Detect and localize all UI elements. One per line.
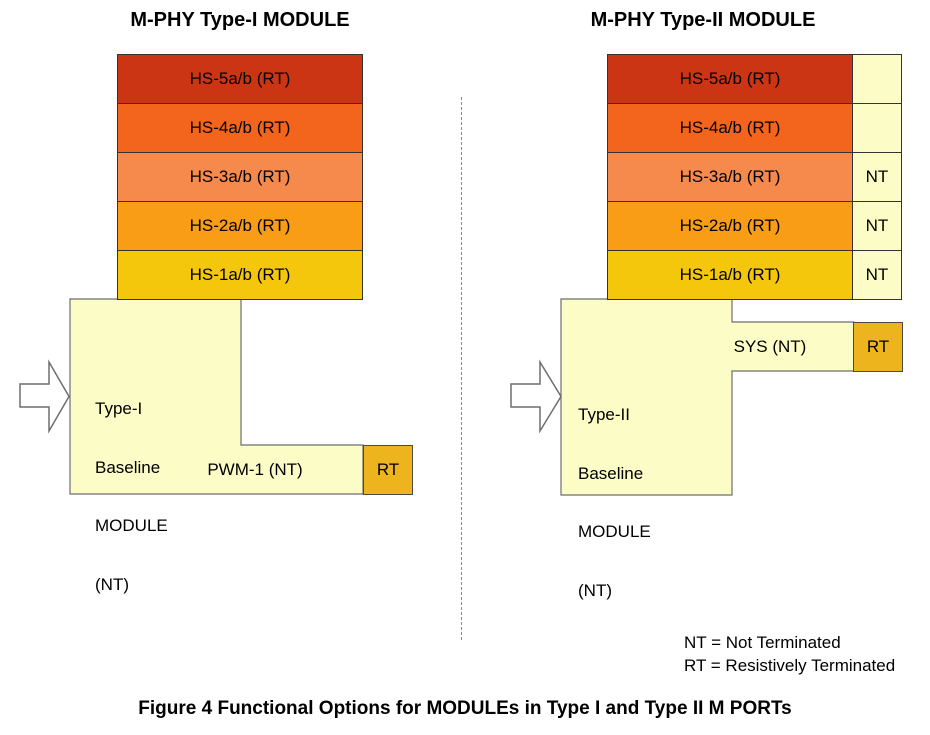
legend: NT = Not Terminated RT = Resistively Ter… [684, 631, 895, 677]
type2-hs-gear-stack: HS-5a/b (RT) HS-4a/b (RT) HS-3a/b (RT) H… [607, 54, 853, 300]
right-input-arrow-icon [510, 359, 562, 434]
hs1-bar: HS-1a/b (RT) [608, 251, 852, 299]
module-line: (NT) [578, 580, 612, 600]
hs3-bar: HS-3a/b (RT) [118, 153, 362, 202]
module-line: (NT) [95, 574, 129, 594]
legend-rt-entry: RT = Resistively Terminated [684, 656, 896, 675]
module-line: Baseline [578, 463, 644, 483]
sys-rt-termination-box: RT [853, 322, 903, 372]
module-line: MODULE [95, 516, 168, 535]
type2-baseline-module-label: Type-II Baseline MODULE (NT) [578, 366, 651, 639]
nt-cell-hs3: NT [853, 153, 901, 202]
center-divider-line [461, 97, 462, 640]
type1-hs-gear-stack: HS-5a/b (RT) HS-4a/b (RT) HS-3a/b (RT) H… [117, 54, 363, 300]
legend-nt-entry: NT = Not Terminated [684, 633, 841, 652]
hs3-bar: HS-3a/b (RT) [608, 153, 852, 202]
hs5-bar: HS-5a/b (RT) [118, 55, 362, 104]
hs1-bar: HS-1a/b (RT) [118, 251, 362, 299]
hs4-bar: HS-4a/b (RT) [608, 104, 852, 153]
pwm1-rt-termination-box: RT [363, 445, 413, 495]
nt-cell-hs4 [853, 104, 901, 153]
hs5-bar: HS-5a/b (RT) [608, 55, 852, 104]
hs4-bar: HS-4a/b (RT) [118, 104, 362, 153]
left-input-arrow-icon [19, 359, 70, 434]
sys-strip-label: SYS (NT) [733, 337, 807, 356]
type1-baseline-module-label: Type-I Baseline MODULE (NT) [95, 360, 168, 633]
module-line: Type-I [95, 399, 143, 418]
hs2-bar: HS-2a/b (RT) [118, 202, 362, 251]
figure-caption: Figure 4 Functional Options for MODULEs … [138, 698, 792, 719]
nt-cell-hs2: NT [853, 202, 901, 251]
module-line: MODULE [578, 522, 651, 541]
type2-nt-column: NT NT NT [852, 54, 902, 300]
type1-module-title: M-PHY Type-I MODULE [130, 9, 350, 31]
nt-cell-hs1: NT [865, 265, 889, 284]
type2-module-title: M-PHY Type-II MODULE [590, 9, 816, 31]
module-line: Baseline [95, 457, 161, 477]
module-line: Type-II [578, 405, 630, 424]
hs2-bar: HS-2a/b (RT) [608, 202, 852, 251]
nt-cell-hs5 [853, 55, 901, 104]
pwm1-strip-label: PWM-1 (NT) [207, 460, 303, 479]
